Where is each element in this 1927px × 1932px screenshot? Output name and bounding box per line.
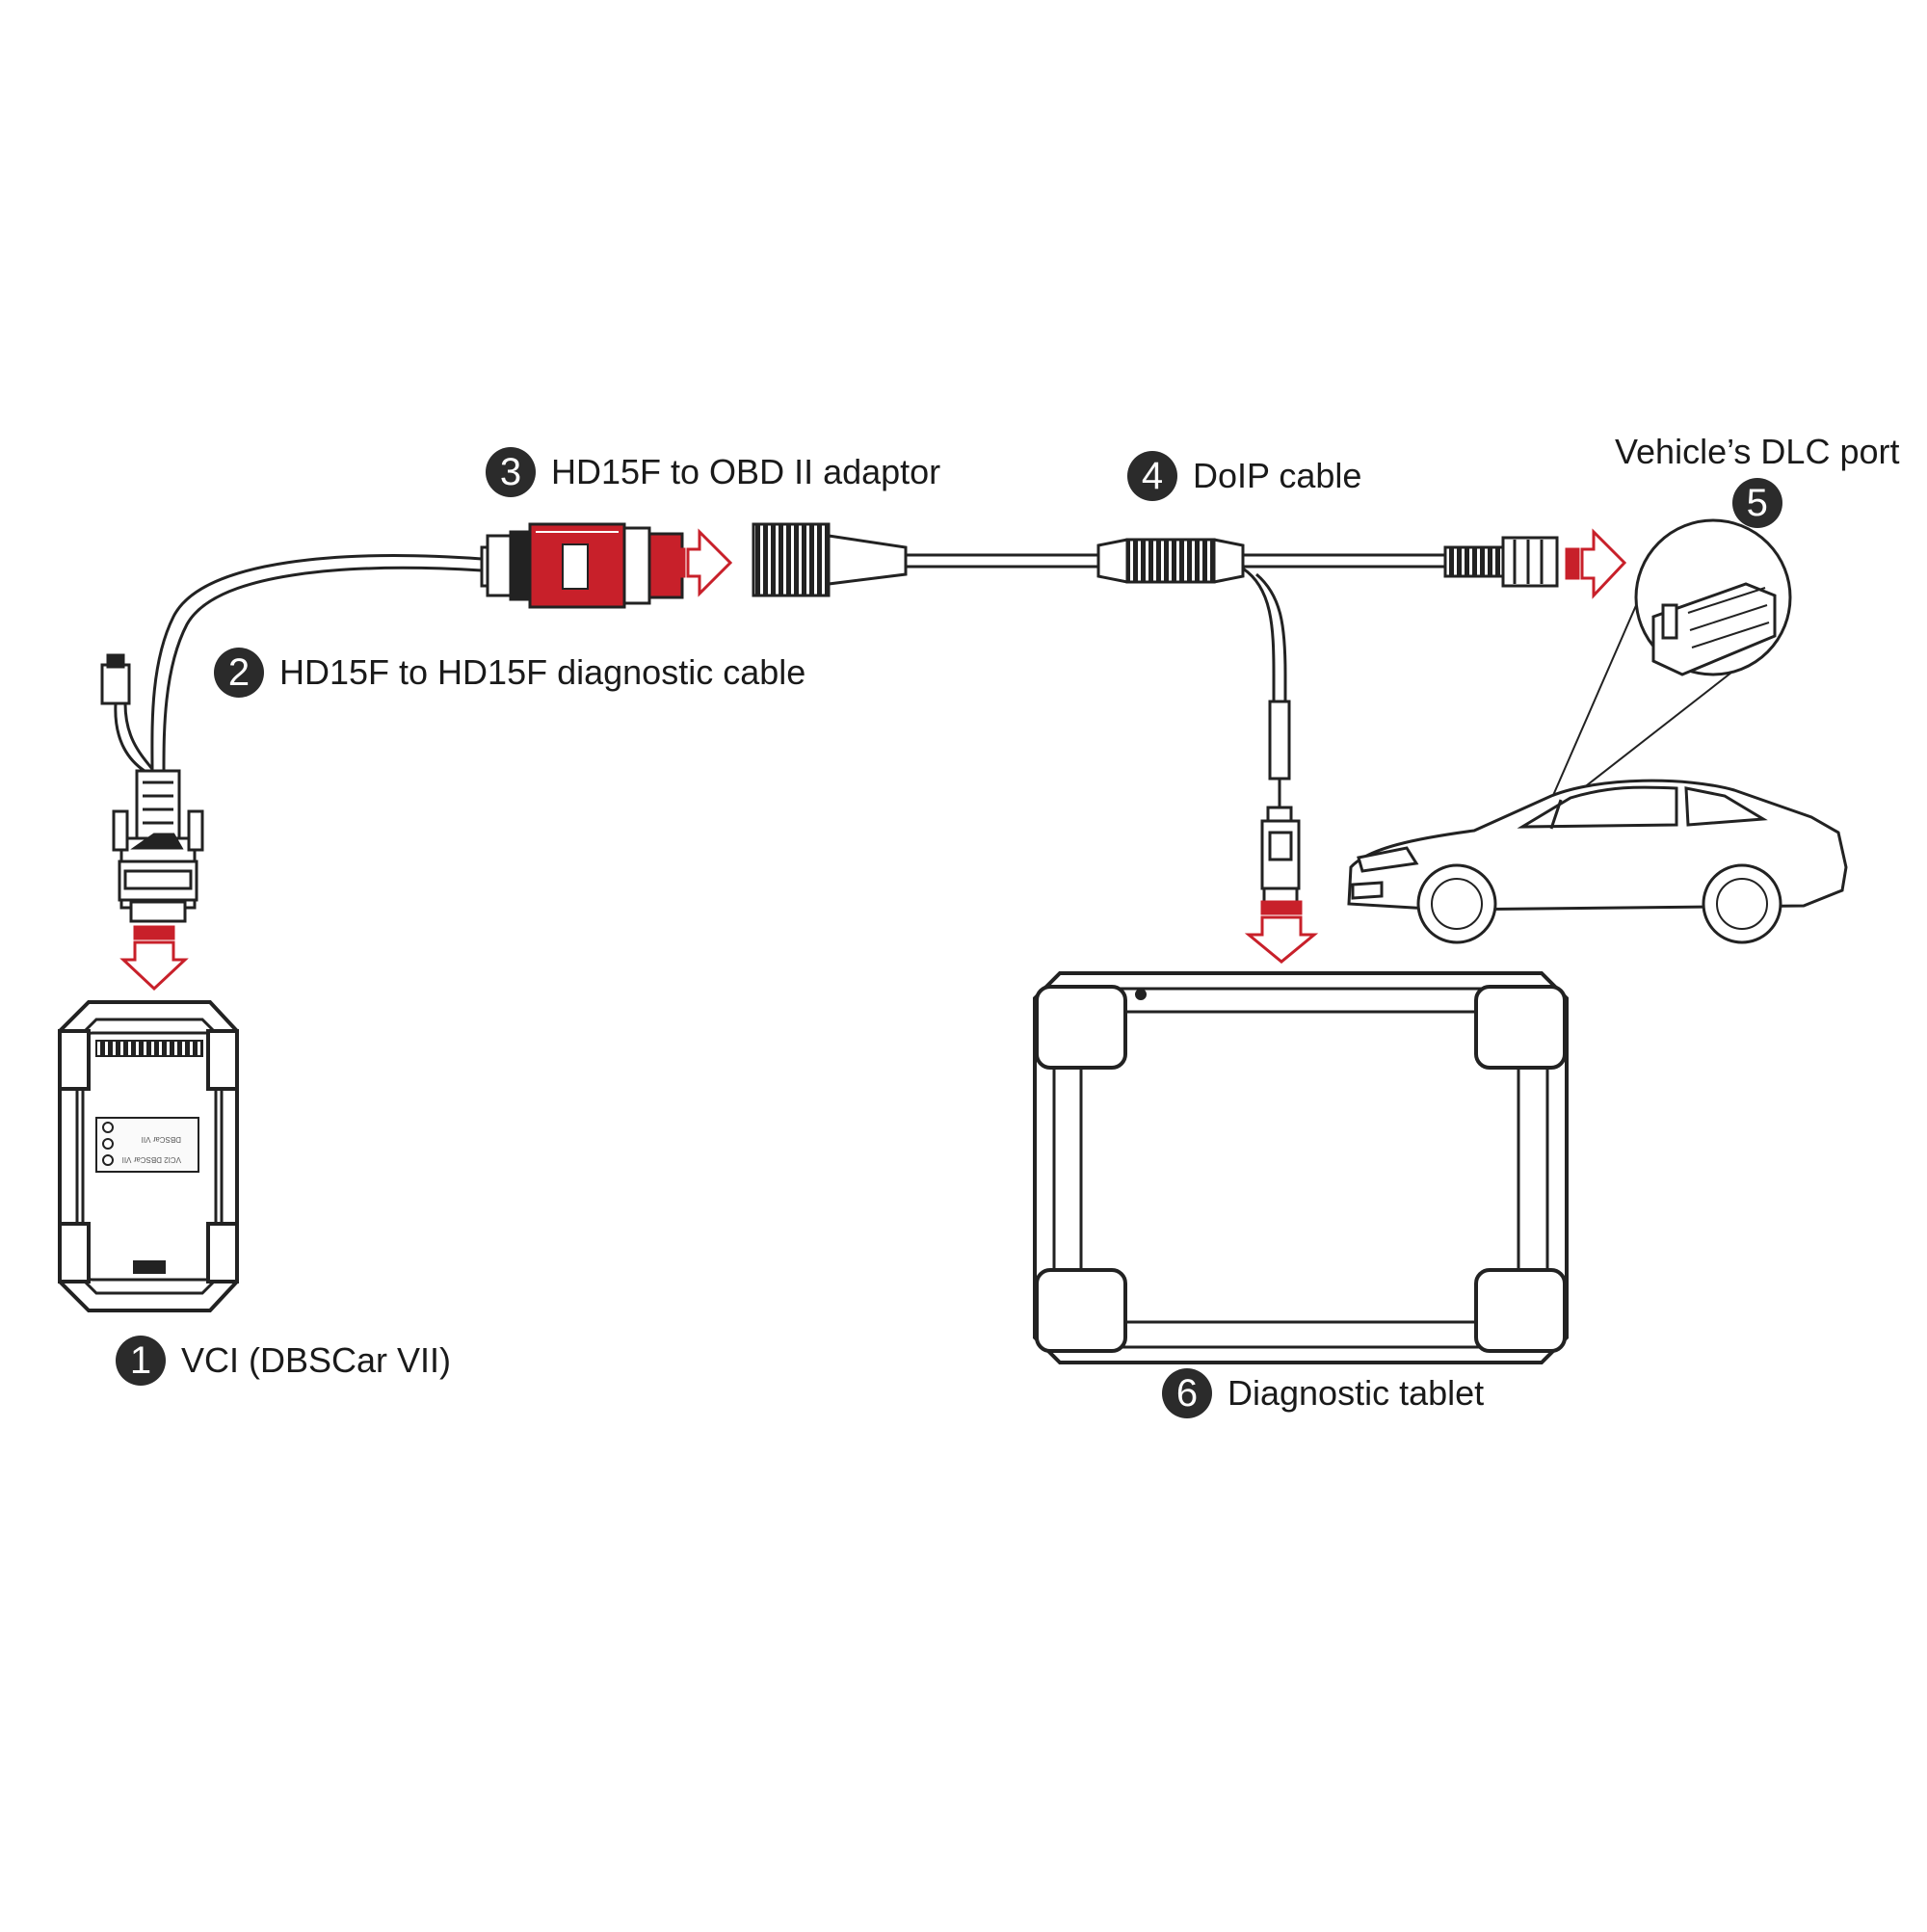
callout-number-6: 6 — [1162, 1368, 1212, 1418]
dlc-port-zoom-icon — [1550, 518, 1792, 807]
callout-obd2-adaptor: 3 HD15F to OBD II adaptor — [486, 447, 940, 497]
callout-dlc-port: Vehicle’s DLC port 5 — [1615, 432, 1900, 528]
callout-number-4: 4 — [1127, 451, 1177, 501]
callout-label-doip-cable: DoIP cable — [1193, 456, 1362, 495]
callout-number-2: 2 — [214, 648, 264, 698]
callout-number-3: 3 — [486, 447, 536, 497]
callout-diagnostic-cable: 2 HD15F to HD15F diagnostic cable — [214, 648, 805, 698]
callout-label-dlc-port: Vehicle’s DLC port — [1615, 432, 1900, 471]
arrow-right-to-dlc-icon — [1565, 528, 1627, 599]
car-icon — [1347, 779, 1848, 944]
arrow-down-to-tablet-icon — [1244, 900, 1319, 964]
callout-label-vci: VCI (DBSCar VII) — [181, 1340, 452, 1380]
callout-label-diagnostic-cable: HD15F to HD15F diagnostic cable — [279, 652, 806, 692]
arrow-right-to-doip-icon — [671, 528, 733, 597]
callout-label-obd2-adaptor: HD15F to OBD II adaptor — [551, 452, 941, 491]
callout-vci: 1 VCI (DBSCar VII) — [116, 1336, 451, 1386]
callout-number-5: 5 — [1731, 478, 1782, 528]
callout-tablet: 6 Diagnostic tablet — [1162, 1368, 1484, 1418]
callout-doip-cable: 4 DoIP cable — [1127, 451, 1361, 501]
vci-panel-line1: DBSCar VII — [142, 1135, 181, 1144]
vci-panel-line2: VCI2 DBSCar VII — [122, 1155, 181, 1164]
doip-cable-icon — [752, 522, 1559, 908]
obd2-adaptor-icon — [480, 522, 684, 609]
diagnostic-cable-icon — [100, 554, 483, 923]
vci-device-icon — [58, 1000, 239, 1312]
callout-number-1: 1 — [116, 1336, 166, 1386]
tablet-icon — [1033, 971, 1569, 1364]
callout-label-tablet: Diagnostic tablet — [1227, 1373, 1485, 1413]
arrow-down-to-vci-icon — [119, 925, 189, 992]
